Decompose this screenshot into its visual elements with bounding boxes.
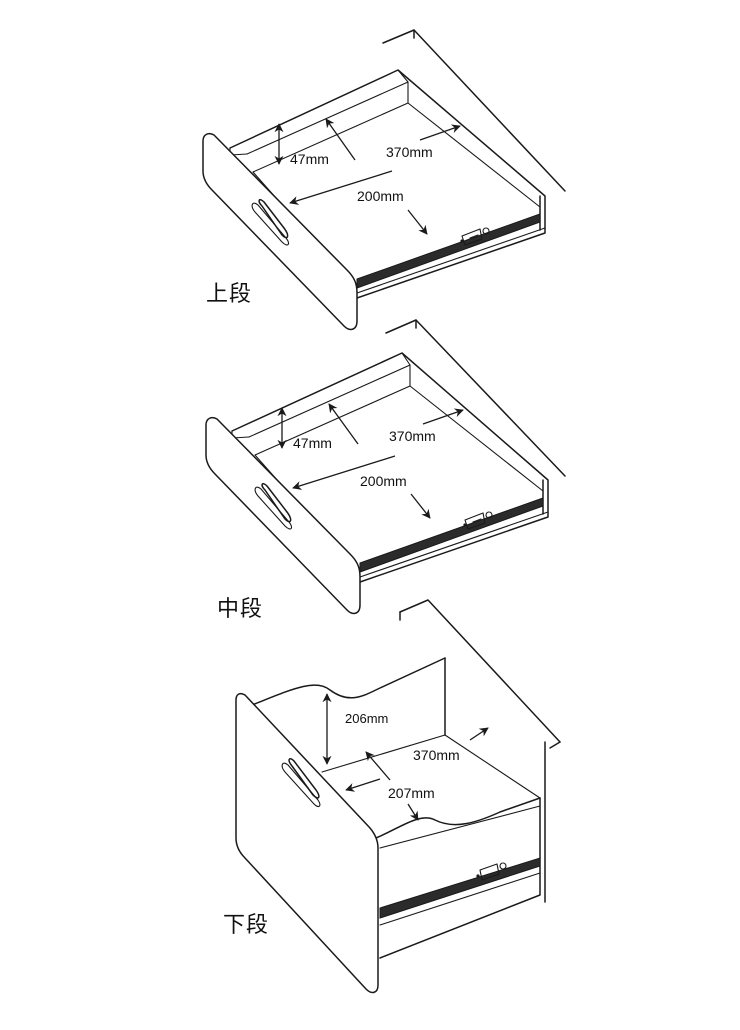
upper-width-arrow-b: [407, 209, 428, 235]
tier-label-middle: 中段: [217, 596, 263, 621]
upper-width-arrow-a: [289, 170, 393, 205]
lower-width-value: 207mm: [388, 785, 435, 801]
drawer-lower: 206mm 370mm 207mm 下段: [223, 599, 561, 994]
upper-width-value: 200mm: [357, 188, 404, 204]
slide-rail-bracket-icon: [460, 227, 490, 246]
slide-rail-bracket-icon: [476, 862, 507, 881]
middle-depth-arrow-a: [328, 403, 359, 445]
middle-depth-arrow-b: [422, 408, 464, 425]
lower-width-arrow-b: [407, 803, 419, 821]
upper-height-value: 47mm: [290, 151, 329, 167]
lower-depth-arrow-b: [469, 727, 489, 741]
drawer-upper-handle: [251, 199, 290, 246]
upper-depth-value: 370mm: [386, 144, 433, 160]
middle-depth-value: 370mm: [389, 428, 436, 444]
middle-width-value: 200mm: [360, 473, 407, 489]
lower-height-value: 206mm: [345, 711, 388, 726]
drawer-middle: 47mm 370mm 200mm 中段: [205, 319, 566, 621]
middle-height-value: 47mm: [293, 435, 332, 451]
middle-width-arrow-b: [410, 493, 431, 519]
middle-width-arrow-a: [292, 455, 396, 490]
drawer-middle-handle: [254, 483, 293, 530]
drawer-upper: 47mm 370mm 200mm 上段: [202, 29, 566, 331]
lower-depth-arrow-a: [365, 751, 391, 781]
tier-label-lower: 下段: [223, 912, 269, 937]
drawer-lower-handle: [281, 758, 321, 808]
upper-depth-arrow-a: [325, 118, 356, 161]
slide-rail-bracket-icon: [463, 511, 493, 530]
upper-depth-arrow-b: [419, 124, 461, 141]
tier-label-upper: 上段: [206, 281, 252, 306]
lower-width-arrow-a: [345, 778, 381, 792]
lower-depth-value: 370mm: [413, 747, 460, 763]
